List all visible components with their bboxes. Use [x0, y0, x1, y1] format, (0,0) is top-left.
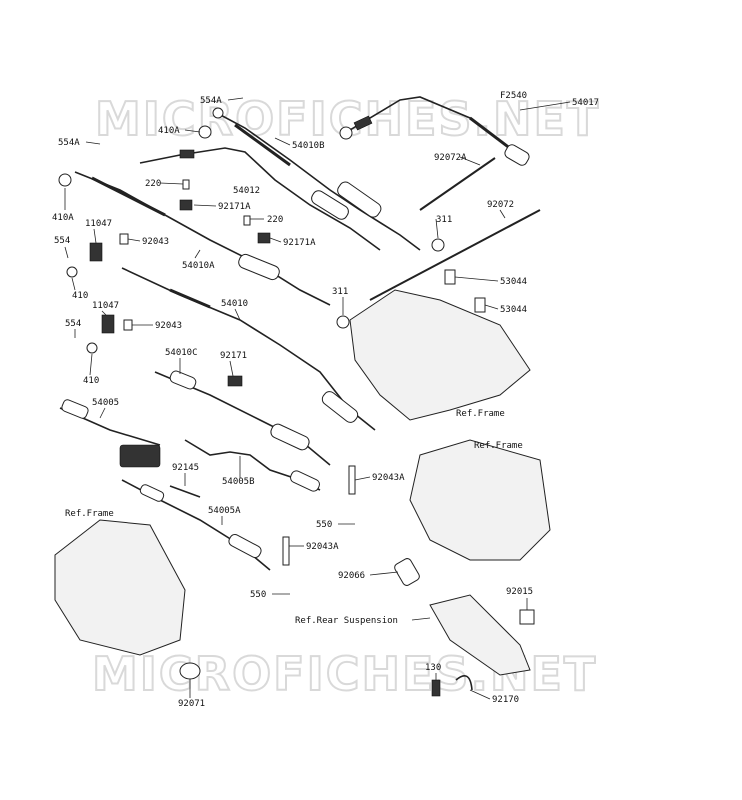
label-53044-b: 53044 [500, 305, 527, 315]
label-220-a: 220 [145, 179, 161, 189]
label-54010: 54010 [221, 299, 248, 309]
label-54005a: 54005A [208, 506, 241, 516]
pin-92043a-lower [282, 536, 290, 566]
nut-311-b [336, 315, 350, 329]
label-53044-a: 53044 [500, 277, 527, 287]
label-92066: 92066 [338, 571, 365, 581]
label-554-a: 554 [54, 236, 70, 246]
clamp-92171a-b [257, 232, 271, 244]
bracket-assembly [119, 444, 161, 468]
label-554-b: 554 [65, 319, 81, 329]
label-92071: 92071 [178, 699, 205, 709]
label-92072: 92072 [487, 200, 514, 210]
bushing-92066 [394, 558, 420, 586]
frame-lower-left [54, 519, 186, 656]
label-130: 130 [425, 663, 441, 673]
label-554a-top: 554A [200, 96, 222, 106]
part-92015 [519, 609, 535, 625]
frame-middle-right [409, 439, 551, 561]
label-410-b: 410 [83, 376, 99, 386]
washer-410a-top [198, 125, 212, 139]
label-92043-a: 92043 [142, 237, 169, 247]
label-92171a-a: 92171A [218, 202, 251, 212]
washer-410a-left [58, 173, 72, 187]
bolt-130 [431, 679, 441, 697]
cable-54005 [59, 399, 161, 446]
ref-rear-suspension: Ref.Rear Suspension [295, 616, 398, 626]
label-410-a: 410 [72, 291, 88, 301]
washer-410-a [66, 266, 78, 278]
part-53044-a [444, 269, 456, 285]
label-220-b: 220 [267, 215, 283, 225]
label-92170: 92170 [492, 695, 519, 705]
diagram-code: F2540 [500, 91, 527, 101]
cable-54010c [154, 370, 331, 466]
cable-54010b [212, 107, 421, 251]
part-92071 [179, 662, 201, 680]
label-550-lower: 550 [250, 590, 266, 600]
cable-54012 [139, 147, 381, 251]
label-311-a: 311 [436, 215, 452, 225]
label-410a-left: 410A [52, 213, 74, 223]
label-410a-top: 410A [158, 126, 180, 136]
label-92072a: 92072A [434, 153, 467, 163]
label-92171: 92171 [220, 351, 247, 361]
cable-54017 [339, 96, 530, 166]
ref-frame-lower: Ref.Frame [65, 509, 114, 519]
label-92015: 92015 [506, 587, 533, 597]
cable-54005a [121, 479, 271, 571]
rear-suspension [429, 594, 531, 676]
part-labels: 554A 54017 410A 54010B 554A 92072A 54012… [52, 96, 599, 709]
cable-54010 [121, 267, 376, 431]
pin-92043-a [119, 233, 129, 245]
clamp-92171a-a [179, 199, 193, 211]
rod-92072a [419, 157, 496, 211]
bolt-220-b [243, 215, 251, 226]
label-554a-left: 554A [58, 138, 80, 148]
part-53044-b [474, 297, 486, 313]
part-11047-b [101, 314, 115, 334]
cable-54010a [74, 171, 331, 306]
reference-labels: Ref.Frame Ref.Frame Ref.Frame Ref.Rear S… [65, 409, 523, 626]
label-92145: 92145 [172, 463, 199, 473]
nut-311-a [431, 238, 445, 252]
ref-frame-middle: Ref.Frame [474, 441, 523, 451]
label-550-upper: 550 [316, 520, 332, 530]
label-92043-b: 92043 [155, 321, 182, 331]
pin-92043a-upper [348, 465, 356, 495]
label-54010a: 54010A [182, 261, 215, 271]
leader-lines [64, 97, 571, 700]
label-54005: 54005 [92, 398, 119, 408]
label-54010c: 54010C [165, 348, 198, 358]
label-54005b: 54005B [222, 477, 255, 487]
clip-92170 [455, 674, 473, 691]
rod-92072 [369, 209, 541, 301]
label-54017: 54017 [572, 98, 599, 108]
label-54010b: 54010B [292, 141, 325, 151]
label-11047-b: 11047 [92, 301, 119, 311]
cable-54005b [184, 439, 321, 492]
frame-upper-right [349, 289, 531, 421]
pin-92043-b [123, 319, 133, 331]
label-311-b: 311 [332, 287, 348, 297]
clamp-92171 [227, 375, 243, 387]
spring-92145 [169, 485, 201, 498]
label-54012: 54012 [233, 186, 260, 196]
label-92171a-b: 92171A [283, 238, 316, 248]
label-11047-a: 11047 [85, 219, 112, 229]
label-92043a-lower: 92043A [306, 542, 339, 552]
part-11047-a [89, 242, 103, 262]
bolt-220-a [182, 179, 190, 190]
ref-frame-upper: Ref.Frame [456, 409, 505, 419]
label-92043a-upper: 92043A [372, 473, 405, 483]
washer-410-b [86, 342, 98, 354]
